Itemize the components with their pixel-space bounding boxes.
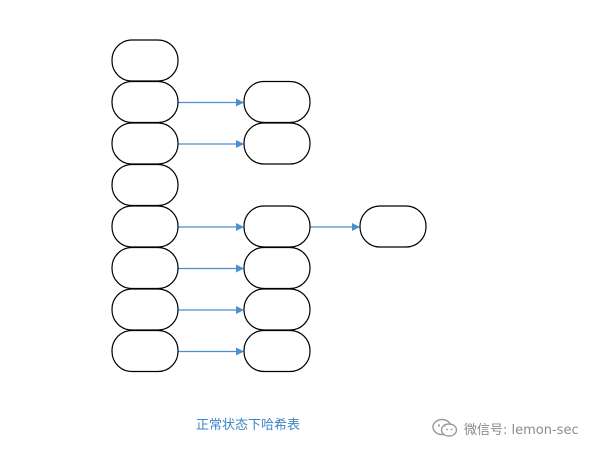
chain-node-4-1 (243, 205, 311, 248)
wechat-icon (432, 418, 458, 437)
bucket-node-0 (111, 39, 179, 82)
chain-node-6-1 (243, 288, 311, 331)
chain-node-7-1 (243, 329, 311, 373)
chain-arrows (178, 98, 360, 356)
bucket-node-2 (111, 122, 179, 165)
bucket-node-4 (111, 205, 179, 248)
chain-node-2-1 (243, 122, 311, 165)
chain-node-1-1 (243, 80, 311, 124)
bucket-node-3 (111, 163, 179, 207)
bucket-node-7 (111, 329, 179, 373)
diagram-caption: 正常状态下哈希表 (195, 418, 300, 433)
chain-node-4-2 (359, 205, 427, 248)
hash-nodes (111, 39, 427, 373)
bucket-node-5 (111, 246, 179, 290)
chain-node-5-1 (243, 246, 311, 290)
bucket-node-1 (111, 80, 179, 124)
bucket-node-6 (111, 288, 179, 331)
watermark-text: 微信号: lemon-sec (464, 422, 579, 438)
wechat-watermark: 微信号: lemon-sec (432, 418, 579, 438)
